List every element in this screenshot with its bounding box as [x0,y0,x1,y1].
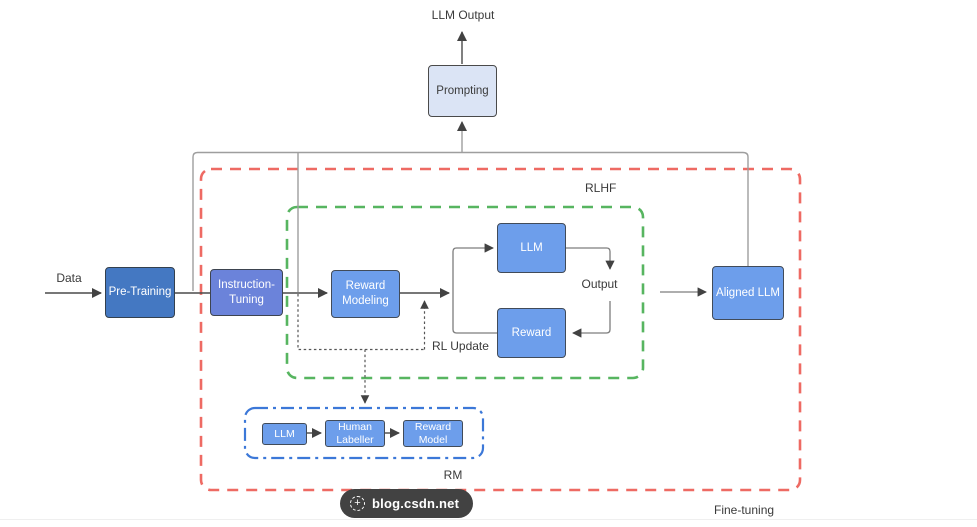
node-instruction-tuning: Instruction-Tuning [210,269,283,316]
globe-icon: + [350,496,365,511]
node-pre-training-label: Pre-Training [108,286,172,299]
loop-llm-to-output [566,247,615,270]
llm-output-label: LLM Output [431,8,495,22]
rm-label: RM [443,468,463,482]
node-reward-model: Reward Model [403,420,463,447]
node-pre-training: Pre-Training [105,267,175,318]
output-label: Output [581,277,618,291]
node-rlhf-reward: Reward [497,308,566,358]
node-aligned-llm-label: Aligned LLM [716,286,780,299]
rlhf-boundary [285,205,645,380]
loop-into-llm [452,243,497,334]
node-rlhf-llm-label: LLM [520,241,543,254]
dotted-path-rl-update [297,294,424,351]
node-human-labeller-label: Human Labeller [336,421,374,446]
fine-tuning-label: Fine-tuning [714,503,775,517]
connector-top-rail [192,151,749,291]
node-rm-llm: LLM [262,423,307,445]
node-rlhf-llm: LLM [497,223,566,273]
node-prompting: Prompting [428,65,497,117]
data-label: Data [56,271,82,285]
rm-boundary [243,406,485,460]
node-instruction-tuning-label: Instruction-Tuning [218,278,275,306]
node-reward-modeling-label: Reward Modeling [342,280,389,307]
node-rlhf-reward-label: Reward [511,326,552,339]
loop-output-to-reward [572,301,611,338]
rlhf-label: RLHF [585,181,617,195]
rl-update-label: RL Update [432,339,489,353]
node-prompting-label: Prompting [436,84,489,97]
node-aligned-llm: Aligned LLM [712,266,784,320]
node-reward-model-label: Reward Model [414,421,452,446]
node-rm-llm-label: LLM [274,427,295,440]
page-bottom-edge [0,519,977,520]
fine-tuning-boundary [199,167,802,492]
watermark-text: blog.csdn.net [372,496,460,511]
node-reward-modeling: Reward Modeling [331,270,400,318]
watermark-badge: + blog.csdn.net [340,489,474,518]
node-human-labeller: Human Labeller [325,420,385,447]
